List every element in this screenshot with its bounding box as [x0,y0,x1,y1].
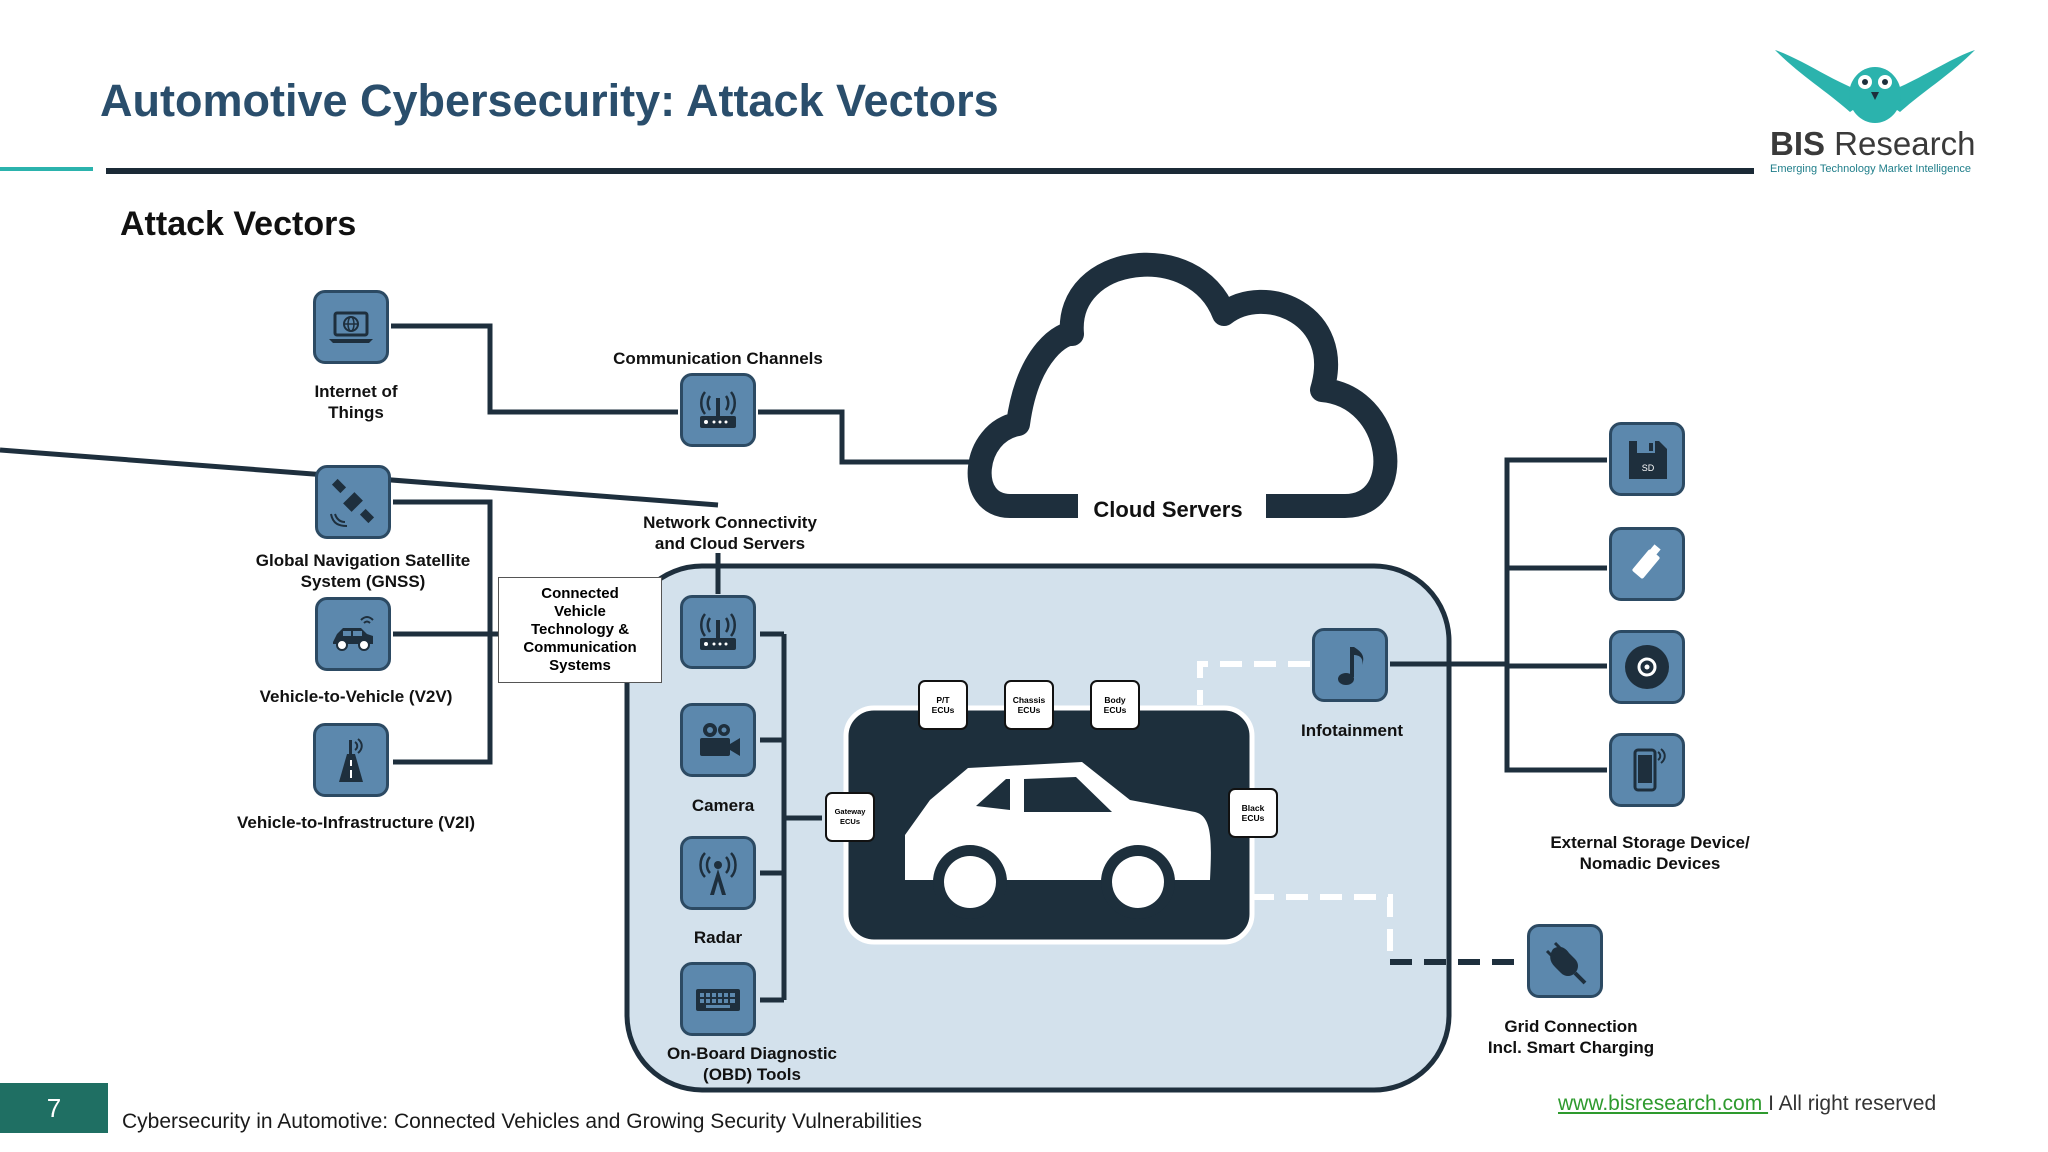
page-title: Automotive Cybersecurity: Attack Vectors [100,75,999,126]
radar-node [680,836,756,910]
infotainment-node [1312,628,1388,702]
label-grid: Grid Connection Incl. Smart Charging [1487,1017,1655,1057]
label-comm-channels: Communication Channels [613,349,823,368]
label-v2i: Vehicle-to-Infrastructure (V2I) [236,813,476,832]
network-node [680,595,756,669]
sd-card-node: SD [1609,422,1685,496]
v2i-node [313,723,389,797]
satellite-icon [330,478,375,527]
obd-node [680,962,756,1036]
cloud-outline [967,252,1398,518]
v2v-node [315,597,391,671]
iot-node [313,290,389,364]
website-link[interactable]: www.bisresearch.com [1558,1092,1769,1115]
brand-name: BIS Research [1770,125,1976,162]
charging-plug-icon [1545,941,1587,985]
laptop-globe-icon [329,311,373,343]
disc-icon [1625,645,1669,689]
video-camera-icon [700,723,740,756]
keyboard-icon [696,989,740,1011]
ecu-chassis: Chassis ECUs [1004,680,1054,730]
label-obd: On-Board Diagnostic (OBD) Tools [666,1044,838,1084]
label-camera: Camera [691,796,755,815]
smartphone-icon [1633,748,1666,792]
label-iot: Internet of Things [314,382,398,422]
cvt-box: Connected Vehicle Technology & Communica… [498,577,662,683]
footer-subtitle: Cybersecurity in Automotive: Connected V… [122,1110,922,1133]
router-icon [700,613,736,650]
road-infrastructure-icon [339,738,363,782]
rights-text: I All right reserved [1768,1092,1937,1115]
label-radar: Radar [693,928,743,947]
brand-tagline: Emerging Technology Market Intelligence [1770,163,1971,175]
ecu-gateway: Gateway ECUs [825,792,875,842]
usb-drive-icon [1632,544,1661,579]
label-infotainment: Infotainment [1301,721,1403,740]
ecu-body: Body ECUs [1090,680,1140,730]
section-title: Attack Vectors [120,205,357,243]
mobile-node [1609,733,1685,807]
sd-label: SD [1642,463,1655,473]
music-note-icon [1338,647,1364,685]
usb-node [1609,527,1685,601]
label-gnss: Global Navigation Satellite System (GNSS… [255,551,471,591]
grid-node [1527,924,1603,998]
label-network: Network Connectivity and Cloud Servers [643,513,817,553]
ecu-pt: P/T ECUs [918,680,968,730]
car-silhouette [905,762,1211,919]
owl-logo-icon [1775,50,1975,123]
ecu-black: Black ECUs [1228,788,1278,838]
floppy-sd-icon: SD [1629,441,1667,479]
gnss-node [315,465,391,539]
router-icon [700,391,736,428]
label-cloud-servers: Cloud Servers [1093,497,1243,522]
radar-antenna-icon [699,852,737,895]
disc-node [1609,630,1685,704]
comm-channels-node [680,373,756,447]
camera-node [680,703,756,777]
connected-car-icon [333,616,374,651]
footer-credits: www.bisresearch.com I All right reserved [1558,1092,1936,1116]
label-external: External Storage Device/ Nomadic Devices [1550,833,1750,873]
label-v2v: Vehicle-to-Vehicle (V2V) [259,687,453,706]
page-number: 7 [0,1083,108,1133]
